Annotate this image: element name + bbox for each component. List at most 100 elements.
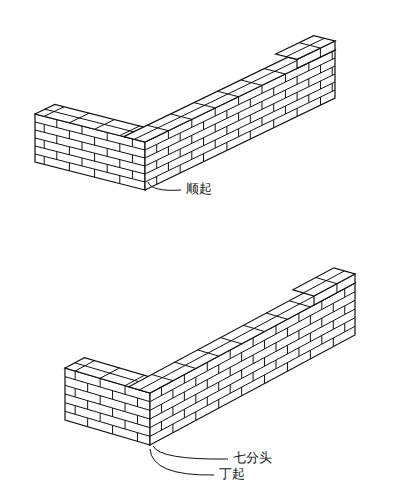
brick-joint <box>87 418 88 427</box>
brick-joint <box>264 340 265 349</box>
brick-joint <box>195 412 196 421</box>
brick-joint <box>238 113 239 121</box>
part-label: 丁起 <box>218 466 246 482</box>
brick-joint <box>321 318 322 327</box>
brick-joint <box>297 92 298 100</box>
brick-joint <box>75 406 76 415</box>
brick-joint <box>230 367 231 376</box>
part-label: 七分头 <box>232 450 273 466</box>
brick-joint <box>230 350 231 359</box>
brick-joint <box>191 119 192 127</box>
brick-joint <box>100 396 101 405</box>
brick-joint <box>168 131 169 139</box>
brick-joint <box>198 350 219 356</box>
brick-joint <box>333 303 334 312</box>
brick-joint <box>75 361 94 371</box>
brick-joint <box>287 328 288 337</box>
brick-joint <box>344 306 345 315</box>
course-line <box>150 326 355 436</box>
brick-joint <box>320 81 321 89</box>
brick-joint <box>241 387 242 396</box>
brick-joint <box>287 363 288 372</box>
brick-joint <box>310 316 311 325</box>
leader-line <box>153 446 228 459</box>
brick-joint <box>172 407 173 416</box>
brick-joint <box>207 397 208 406</box>
brick-joint <box>264 358 265 367</box>
brick-joint <box>333 321 334 330</box>
brick-joint <box>137 433 138 442</box>
brick-joint <box>168 147 169 155</box>
brick-joint <box>112 408 113 417</box>
brick-joint <box>180 149 181 157</box>
brick-joint <box>147 125 168 130</box>
brick-joint <box>321 301 322 310</box>
brick-joint <box>168 163 169 171</box>
brick-joint <box>264 69 285 74</box>
brick-joint <box>125 420 126 429</box>
brick-joint <box>243 325 264 331</box>
brick-joint <box>266 313 287 319</box>
brick-joint <box>132 171 133 179</box>
brick-joint <box>253 372 254 381</box>
wall-running-bond <box>35 36 335 190</box>
brick-joint <box>75 388 76 397</box>
brick-joint <box>207 362 208 371</box>
brick-joint <box>262 117 263 125</box>
brick-joint <box>107 148 108 156</box>
brick-joint <box>107 164 108 172</box>
brick-joint <box>94 153 95 161</box>
leader-lines <box>148 182 228 475</box>
brick-joint <box>95 120 115 130</box>
brick-joint <box>69 131 70 139</box>
brick-joint <box>87 383 88 392</box>
brick-joint <box>156 160 157 168</box>
brick-joint <box>125 386 126 395</box>
course-line <box>145 58 335 150</box>
brick-joint <box>94 137 95 145</box>
brick-joint <box>170 114 191 119</box>
brick-joint <box>137 398 138 407</box>
course-line <box>134 47 324 139</box>
brick-joint <box>137 415 138 424</box>
brick-joint <box>152 374 173 380</box>
brick-joint <box>132 139 133 147</box>
brick-joint <box>310 333 311 342</box>
course-line <box>303 271 344 293</box>
brick-joint <box>203 122 204 130</box>
brick-joint <box>218 365 219 374</box>
brick-joint <box>298 330 299 339</box>
brick-joint <box>191 135 192 143</box>
brick-joint <box>287 345 288 354</box>
brick-joint <box>226 110 227 118</box>
brick-joint <box>332 67 333 75</box>
brick-joint <box>161 422 162 431</box>
wall-top-face <box>293 268 355 296</box>
brick-joint <box>161 387 162 396</box>
brick-joint <box>299 43 320 48</box>
brick-joint <box>87 401 88 410</box>
brick-joint <box>320 65 321 73</box>
brick-joint <box>332 51 333 59</box>
brick-joint <box>82 126 83 134</box>
brick-joint <box>56 120 57 128</box>
brick-joint <box>215 140 216 148</box>
brick-joint <box>276 360 277 369</box>
brick-joint <box>100 413 101 422</box>
brick-joint <box>191 151 192 159</box>
brick-joint <box>203 138 204 146</box>
brick-joint <box>238 129 239 137</box>
brick-joint <box>180 133 181 141</box>
brick-joint <box>184 392 185 401</box>
brick-joint <box>56 136 57 144</box>
brick-joint <box>273 88 274 96</box>
course-line <box>150 292 355 402</box>
course-line <box>150 300 355 410</box>
brick-joint <box>226 142 227 150</box>
brick-joint <box>119 160 120 168</box>
brick-joint <box>298 348 299 357</box>
brick-joint <box>308 95 309 103</box>
brick-joint <box>344 323 345 332</box>
brick-joint <box>297 108 298 116</box>
